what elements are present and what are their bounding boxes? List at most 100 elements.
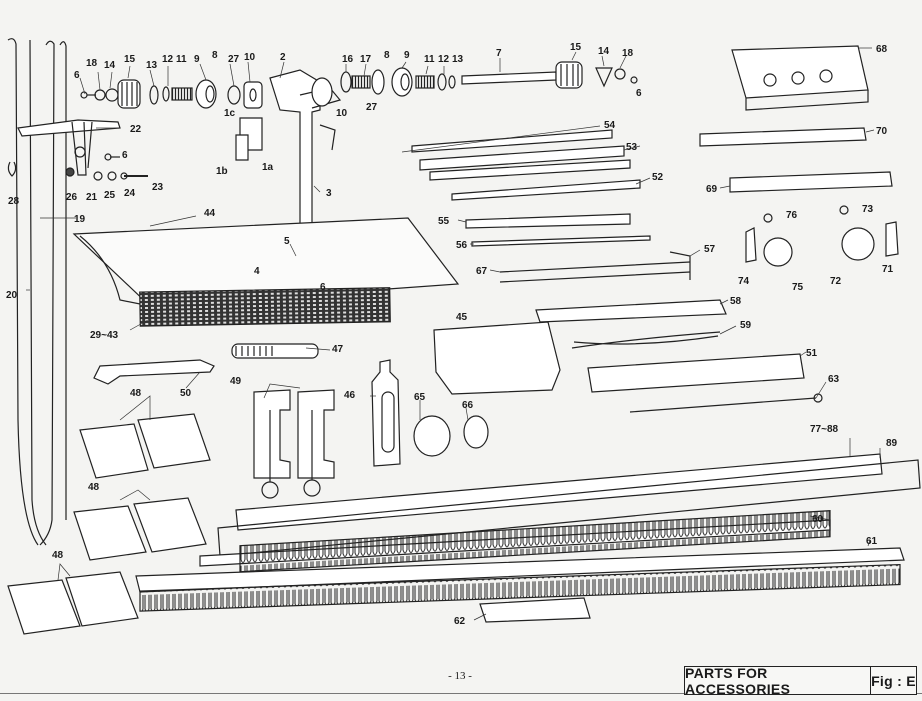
- label-8: 8: [384, 50, 390, 61]
- tension-dials: [745, 205, 899, 267]
- control-unit-68: [731, 45, 869, 111]
- label-66: 66: [462, 400, 474, 411]
- brush-47: [231, 343, 319, 359]
- label-10: 10: [244, 52, 256, 63]
- label-14: 14: [104, 60, 116, 71]
- label-44: 44: [204, 208, 216, 219]
- label-4: 4: [254, 266, 260, 277]
- bracket-50: [93, 359, 215, 385]
- label-6: 6: [74, 70, 80, 81]
- label-55: 55: [438, 216, 450, 227]
- label-72: 72: [830, 276, 842, 287]
- label-67: 67: [476, 266, 488, 277]
- long-rods: [7, 38, 67, 546]
- label-62: 62: [454, 616, 466, 627]
- label-53: 53: [626, 142, 638, 153]
- page-number: - 13 -: [448, 670, 472, 682]
- label-73: 73: [862, 204, 874, 215]
- label-71: 71: [882, 264, 894, 275]
- label-51: 51: [806, 348, 818, 359]
- label-8: 8: [212, 50, 218, 61]
- label-60: 60: [812, 514, 824, 525]
- label-1b: 1b: [216, 166, 228, 177]
- label-47: 47: [332, 344, 344, 355]
- label-2: 2: [280, 52, 286, 63]
- label-13: 13: [146, 60, 158, 71]
- label-3: 3: [326, 188, 332, 199]
- label-26: 26: [66, 192, 78, 203]
- tin-65: [413, 415, 451, 457]
- label-18: 18: [622, 48, 634, 59]
- spool-66: [463, 415, 489, 449]
- label-48: 48: [130, 388, 142, 399]
- label-21: 21: [86, 192, 98, 203]
- bar-70: [699, 127, 867, 147]
- label-17: 17: [360, 54, 372, 65]
- label-58: 58: [730, 296, 742, 307]
- label-13: 13: [452, 54, 464, 65]
- label-52: 52: [652, 172, 664, 183]
- label-16: 16: [342, 54, 354, 65]
- label-76: 76: [786, 210, 798, 221]
- label-11: 11: [424, 54, 435, 65]
- parts-bag-45: [433, 321, 561, 395]
- label-9: 9: [404, 50, 410, 61]
- label-75: 75: [792, 282, 804, 293]
- label-27: 27: [228, 54, 240, 65]
- figure-label: Fig : E: [871, 672, 916, 689]
- label-10: 10: [336, 108, 348, 119]
- label-23: 23: [152, 182, 164, 193]
- punch-card: [139, 287, 391, 327]
- label-59: 59: [740, 320, 752, 331]
- label-49: 49: [230, 376, 242, 387]
- tools-52-57: [411, 129, 727, 323]
- label-12: 12: [162, 54, 174, 65]
- sheet-44: [72, 217, 460, 307]
- label-15: 15: [570, 42, 582, 53]
- cord-59: [571, 331, 721, 349]
- page-title: PARTS FOR ACCESSORIES: [685, 665, 871, 697]
- label-1a: 1a: [262, 162, 274, 173]
- comb-51: [587, 353, 805, 393]
- label-12: 12: [438, 54, 450, 65]
- bar-69: [729, 171, 893, 193]
- weights-48: [7, 413, 211, 635]
- shaft-assembly-right: [340, 61, 638, 97]
- label-14: 14: [598, 46, 610, 57]
- label-61: 61: [866, 536, 878, 547]
- label-5: 5: [284, 236, 290, 247]
- label-28: 28: [8, 196, 20, 207]
- label-77-88: 77~88: [810, 424, 839, 435]
- label-18: 18: [86, 58, 98, 69]
- label-1c: 1c: [224, 108, 236, 119]
- label-74: 74: [738, 276, 750, 287]
- part-labels: 1a 1b 1c 2 3 4 5 6 6 6 6 7 8 8 9 9 10 10…: [6, 42, 898, 627]
- label-69: 69: [706, 184, 718, 195]
- label-20: 20: [6, 290, 18, 301]
- shaft-assembly-left: [80, 79, 263, 109]
- label-6: 6: [122, 150, 128, 161]
- label-6: 6: [320, 282, 326, 293]
- label-50: 50: [180, 388, 192, 399]
- tension-clip: [17, 119, 121, 176]
- label-22: 22: [130, 124, 142, 135]
- label-48: 48: [88, 482, 100, 493]
- label-68: 68: [876, 44, 888, 55]
- label-7: 7: [496, 48, 502, 59]
- bottom-rule: [0, 693, 922, 694]
- label-56: 56: [456, 240, 468, 251]
- label-19: 19: [74, 214, 86, 225]
- title-block: PARTS FOR ACCESSORIES Fig : E: [684, 665, 917, 697]
- label-54: 54: [604, 120, 616, 131]
- label-48: 48: [52, 550, 64, 561]
- label-65: 65: [414, 392, 426, 403]
- comb-61: [135, 547, 905, 593]
- oil-bottle-46: [371, 359, 401, 467]
- label-24: 24: [124, 188, 136, 199]
- label-57: 57: [704, 244, 716, 255]
- label-15: 15: [124, 54, 136, 65]
- part-62: [479, 597, 591, 623]
- small-washers: [65, 153, 148, 181]
- label-11: 11: [176, 54, 187, 65]
